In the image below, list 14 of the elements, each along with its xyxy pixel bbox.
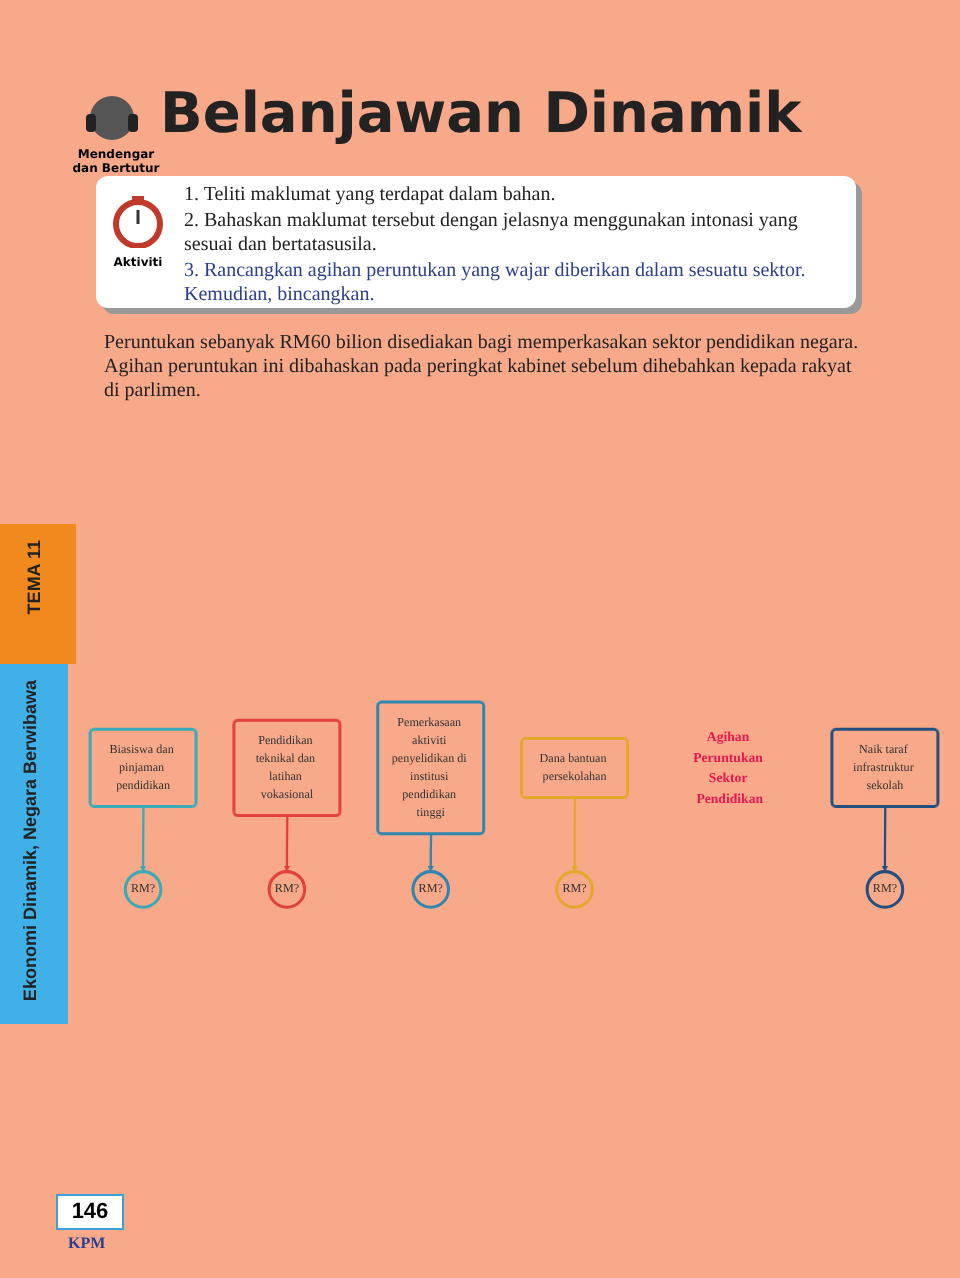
page-number: 146 xyxy=(56,1194,124,1230)
instruction-item: 3. Rancangkan agihan peruntukan yang wajar diberikan dalam sesuatu sektor. Kemudian, bincangkan. xyxy=(184,260,808,308)
arrow xyxy=(571,797,578,872)
theme-title: Ekonomi Dinamik, Negara Berwibawa xyxy=(20,680,40,1002)
publisher-label: KPM xyxy=(68,1234,106,1252)
arrow xyxy=(139,806,147,872)
arrow xyxy=(881,806,889,872)
page-title: Belanjawan Dinamik xyxy=(160,80,802,146)
paragraph: Peruntukan sebanyak RM60 bilion disediakan bagi memperkasakan sektor pendidikan negara. Agihan peruntukan ini dibahaskan pada peringkat kabinet sebelum dihebahkan kepada rakyat di parlimen. xyxy=(104,332,861,404)
theme-label: TEMA 11 xyxy=(24,540,44,615)
instruction-item: 1. Teliti maklumat yang terdapat dalam bahan. xyxy=(184,184,558,208)
instruction-item: 2. Bahaskan maklumat tersebut dengan jelasnya menggunakan intonasi yang sesuai dan bertatasusila. xyxy=(184,210,800,258)
arrow xyxy=(283,815,291,872)
arrow xyxy=(427,833,435,872)
